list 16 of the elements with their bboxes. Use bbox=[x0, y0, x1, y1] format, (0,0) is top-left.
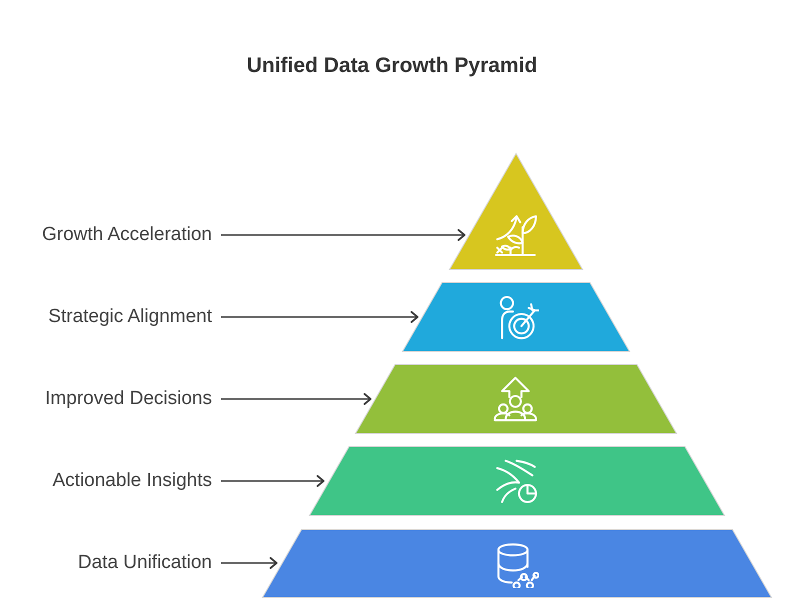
arrow bbox=[221, 475, 324, 487]
pyramid-tier bbox=[355, 364, 678, 434]
tier-label: Strategic Alignment bbox=[48, 306, 212, 328]
pyramid-top-triangle bbox=[449, 153, 584, 270]
arrow bbox=[221, 311, 418, 323]
arrow bbox=[221, 393, 372, 405]
pyramid-tier bbox=[308, 446, 724, 516]
tier-label: Actionable Insights bbox=[52, 470, 212, 492]
arrow bbox=[221, 229, 466, 241]
pyramid-tier bbox=[402, 282, 631, 352]
arrow bbox=[221, 557, 278, 569]
tier-label: Improved Decisions bbox=[45, 388, 212, 410]
tier-label: Growth Acceleration bbox=[42, 224, 212, 246]
pyramid-tier bbox=[262, 529, 772, 598]
diagram-title: Unified Data Growth Pyramid bbox=[246, 54, 538, 78]
tier-label: Data Unification bbox=[78, 552, 212, 574]
